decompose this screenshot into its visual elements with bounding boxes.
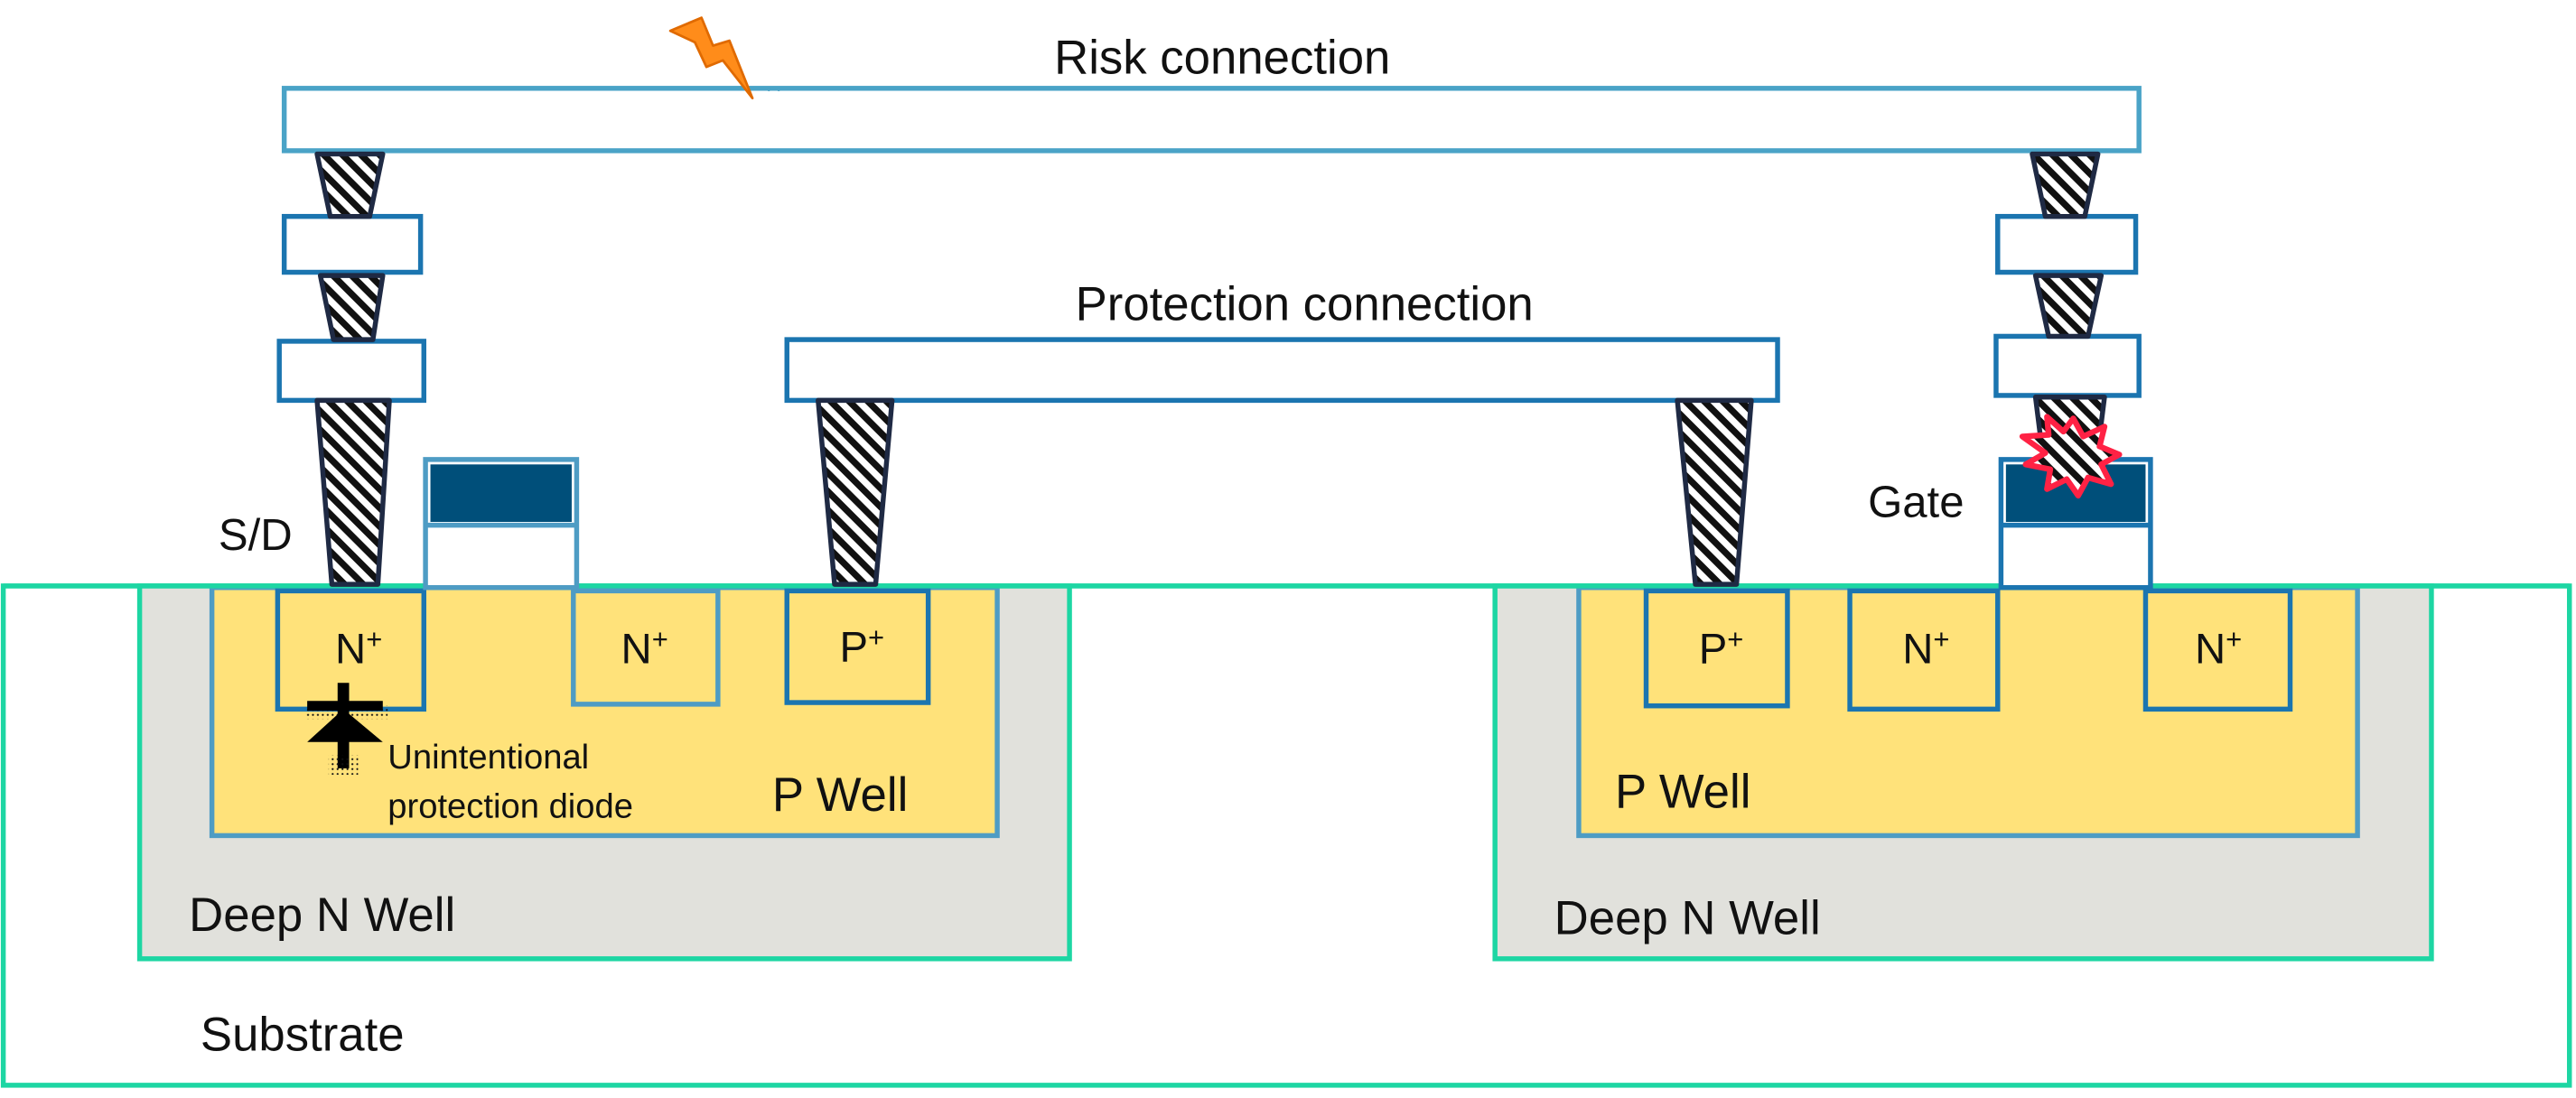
via-protection-right <box>1675 397 1754 587</box>
p-well-label-right: P Well <box>1615 765 1750 818</box>
p-plus-diffusion-right <box>1643 588 1790 709</box>
diode-label-line1: Unintentional <box>387 738 589 777</box>
via-left-top <box>314 151 386 219</box>
protection-connection-label: Protection connection <box>1076 277 1534 330</box>
n-plus-diffusion-left-2 <box>571 588 721 707</box>
risk-connection-label: Risk connection <box>1054 31 1390 84</box>
lightning-bolt-icon <box>668 16 780 100</box>
n-plus-label-left-sd: N+ <box>335 623 382 673</box>
p-well-label-left: P Well <box>772 768 908 822</box>
metal-pad-left-upper <box>281 213 424 275</box>
n-plus-label-right-1: N+ <box>1902 623 1949 673</box>
p-plus-diffusion-left <box>784 588 931 705</box>
substrate-label: Substrate <box>201 1009 405 1062</box>
via-right-top <box>2030 151 2101 219</box>
n-plus-label-right-2: N+ <box>2195 623 2242 673</box>
via-right-mid <box>2032 273 2105 340</box>
risk-connection-metal <box>281 86 2142 154</box>
diode-label-line2: protection diode <box>387 786 633 825</box>
deep-n-well-label-left: Deep N Well <box>189 889 455 942</box>
metal-pad-right-upper <box>1995 213 2139 275</box>
gate-label: Gate <box>1868 479 1964 527</box>
gate-left <box>423 457 580 591</box>
n-plus-diffusion-right-2 <box>2142 588 2293 712</box>
protection-connection-metal <box>784 337 1780 404</box>
p-plus-label-left: P+ <box>839 621 884 671</box>
p-plus-label-right: P+ <box>1699 623 1744 673</box>
via-protection-left <box>816 397 895 587</box>
metal-pad-right-lower <box>1993 333 2142 398</box>
via-left-mid <box>317 273 386 342</box>
via-left-bottom <box>314 397 392 587</box>
n-plus-diffusion-left-sd <box>275 588 426 712</box>
diode-symbol-icon <box>305 683 388 776</box>
deep-n-well-label-right: Deep N Well <box>1554 892 1821 945</box>
explosion-burst-icon <box>2019 414 2123 499</box>
n-plus-diffusion-right-1 <box>1847 588 2001 712</box>
sd-label: S/D <box>219 511 293 560</box>
metal-pad-left-lower <box>276 339 426 404</box>
n-plus-label-left-2: N+ <box>621 623 668 673</box>
